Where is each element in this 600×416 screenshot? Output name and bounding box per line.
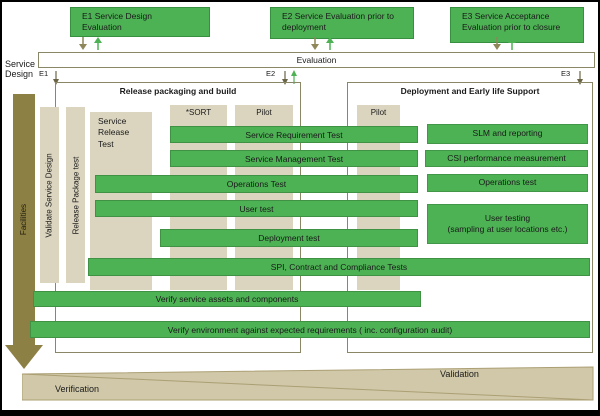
validation-label: Validation <box>440 369 479 379</box>
service-release-test-label: Service Release Test <box>98 116 130 149</box>
service-requirement-test-bar: Service Requirement Test <box>170 126 418 143</box>
slm-reporting-box: SLM and reporting <box>427 124 588 144</box>
operations-test-bar: Operations Test <box>95 175 418 193</box>
pilot-right-label: Pilot <box>370 108 387 117</box>
arrow-pair-icon <box>79 37 102 50</box>
sort-column-label: *SORT <box>185 108 212 117</box>
operations-test-box: Operations test <box>427 174 588 192</box>
wedge-shape <box>22 366 594 401</box>
evaluation-bar: Evaluation <box>38 52 595 68</box>
milestone-e1-label: E1 <box>39 69 49 78</box>
deployment-title: Deployment and Early life Support <box>400 86 540 96</box>
facilities-label: Facilities <box>19 203 29 236</box>
verify-service-assets-bar: Verify service assets and components <box>33 291 421 307</box>
e1-evaluation-box: E1 Service Design Evaluation <box>70 7 210 37</box>
release-package-test-rail: Release Package test <box>66 107 85 283</box>
milestone-e3-label: E3 <box>561 69 571 78</box>
arrow-pair-icon <box>493 37 516 50</box>
validate-service-design-label: Validate Service Design <box>45 152 54 238</box>
facilities-arrowhead-icon <box>5 345 43 369</box>
spi-contract-compliance-bar: SPI, Contract and Compliance Tests <box>88 258 590 276</box>
service-design-label: Service Design <box>5 59 36 80</box>
e2-down-up-arrows <box>310 37 336 51</box>
facilities-arrow: Facilities <box>13 94 35 345</box>
csi-performance-box: CSI performance measurement <box>425 150 588 167</box>
e3-evaluation-box: E3 Service Acceptance Evaluation prior t… <box>450 7 584 43</box>
release-package-test-label: Release Package test <box>71 156 81 234</box>
deployment-test-bar: Deployment test <box>160 229 418 247</box>
pilot-left-label: Pilot <box>256 108 272 117</box>
milestone-e2-label: E2 <box>266 69 276 78</box>
release-packaging-title: Release packaging and build <box>119 86 237 96</box>
validate-service-design-rail: Validate Service Design <box>40 107 59 283</box>
verification-label: Verification <box>55 384 100 394</box>
evaluation-label: Evaluation <box>296 55 337 65</box>
service-management-test-bar: Service Management Test <box>170 150 418 167</box>
e2-evaluation-box: E2 Service Evaluation prior to deploymen… <box>270 7 414 39</box>
e1-down-up-arrows <box>78 37 104 51</box>
user-testing-box: User testing (sampling at user locations… <box>427 204 588 244</box>
verification-validation-wedge <box>22 366 594 402</box>
user-test-bar: User test <box>95 200 418 217</box>
arrow-pair-icon <box>311 37 334 50</box>
deployment-box: Deployment and Early life Support <box>347 82 593 353</box>
verify-environment-bar: Verify environment against expected requ… <box>30 321 590 338</box>
e3-down-up-arrows <box>492 37 518 51</box>
